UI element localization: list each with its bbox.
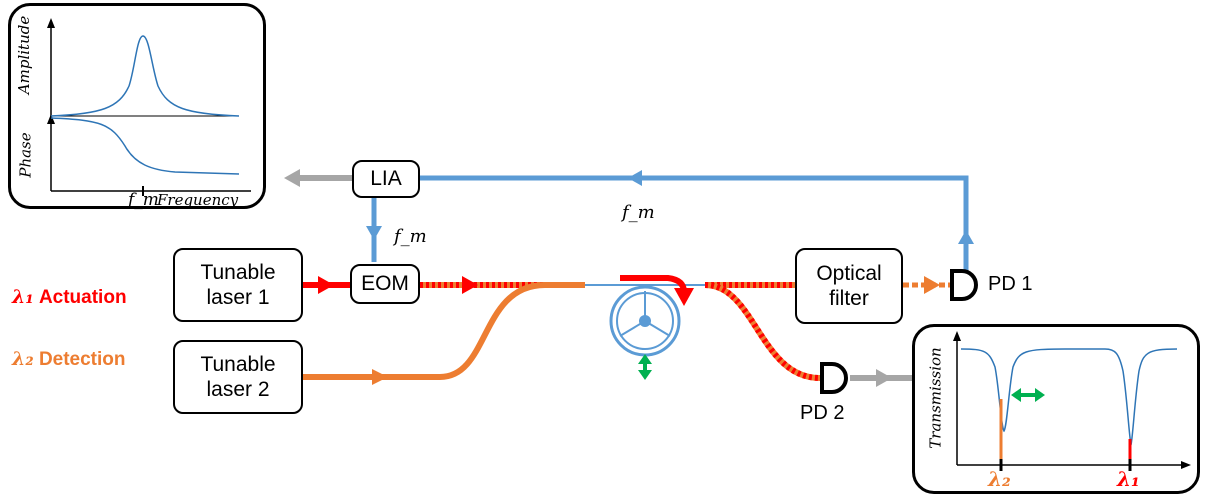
amplitude-curve [50, 35, 240, 117]
lia-label: LIA [370, 167, 402, 191]
pd2-detector [820, 362, 848, 394]
circulation-arrowhead [674, 288, 694, 306]
pd1-label: PD 1 [988, 273, 1033, 295]
lia-output-arrow [284, 169, 300, 187]
feedback-arrow-up [958, 230, 974, 244]
feedback-line [420, 175, 969, 283]
laser1-arrow [318, 276, 334, 294]
pd1-detector [950, 269, 978, 301]
lia-response-panel: Amplitude Phase Frequency f_m [8, 3, 266, 210]
transmission-axis-label: Transmission [926, 347, 945, 449]
optical-filter-box: Optical filter [795, 248, 903, 324]
detection-text: Detection [38, 349, 126, 370]
resonator-wheel [609, 285, 681, 357]
fm-eom-label: f_m [394, 226, 427, 247]
filter-to-pd1-arrow [924, 276, 940, 294]
eom-label: EOM [361, 272, 409, 296]
transmission-panel: Transmission λ₂ λ₁ [912, 324, 1200, 494]
fm-feedback-label: f_m [622, 202, 655, 223]
tunable-laser-2-box: Tunable laser 2 [173, 340, 303, 414]
pd2-label: PD 2 [800, 402, 845, 424]
lia-to-eom-arrow [366, 226, 382, 240]
lambda2-symbol: λ₂ [12, 348, 34, 370]
pd2-output-arrow [876, 369, 892, 387]
drop-port-stripes [704, 282, 821, 381]
lia-box: LIA [352, 160, 420, 198]
fm-tick-label: f_m [128, 190, 159, 210]
tunable-laser-1-box: Tunable laser 1 [173, 248, 303, 322]
lambda1-actuation-label: λ₁ Actuation [12, 286, 127, 309]
phase-axis-label: Phase [16, 132, 35, 178]
lambda1-symbol: λ₁ [12, 286, 34, 308]
lambda1-tick-label: λ₁ [1117, 467, 1140, 491]
transmission-curve [960, 348, 1178, 446]
eom-box: EOM [350, 264, 420, 304]
actuation-text: Actuation [38, 287, 127, 308]
transmission-plot [953, 331, 1191, 471]
laser1-label: Tunable laser 1 [200, 260, 276, 309]
feedback-arrow-left [628, 170, 642, 186]
laser2-label: Tunable laser 2 [200, 352, 276, 401]
laser2-line [303, 282, 585, 380]
laser2-arrow [372, 369, 388, 385]
resonance-shift-arrow [1011, 388, 1045, 402]
phase-curve [50, 117, 240, 175]
lambda2-detection-label: λ₂ Detection [12, 348, 126, 371]
frequency-axis-label: Frequency [157, 191, 239, 209]
vertical-motion-arrow [638, 354, 652, 380]
filter-label: Optical filter [816, 261, 882, 310]
amplitude-axis-label: Amplitude [15, 15, 34, 95]
lambda2-tick-label: λ₂ [988, 467, 1011, 491]
eom-out-arrow [462, 276, 478, 294]
lia-response-plot [47, 18, 251, 196]
